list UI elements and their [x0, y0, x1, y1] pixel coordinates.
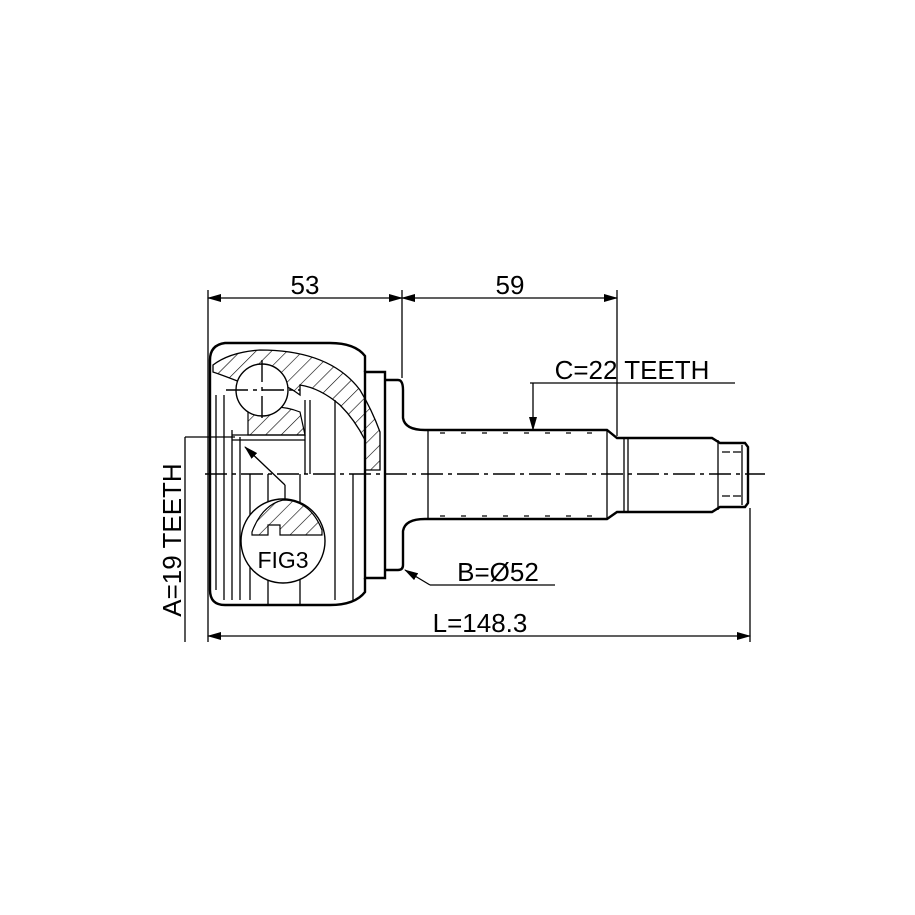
inner-spline-label: A=19 TEETH: [157, 463, 187, 616]
extension-lines: [207, 290, 751, 642]
diameter-b-label: B=Ø52: [457, 557, 539, 587]
outer-spline-label: C=22 TEETH: [555, 355, 710, 385]
dim-53-label: 53: [291, 270, 320, 300]
outer-joint-housing: [184, 341, 387, 642]
detail-fig3: FIG3: [240, 498, 326, 584]
shaft: [385, 378, 750, 572]
dim-59-label: 59: [496, 270, 525, 300]
detail-label: FIG3: [257, 547, 308, 573]
overall-length-label: L=148.3: [433, 608, 528, 638]
diameter-b-leader: [404, 569, 431, 586]
